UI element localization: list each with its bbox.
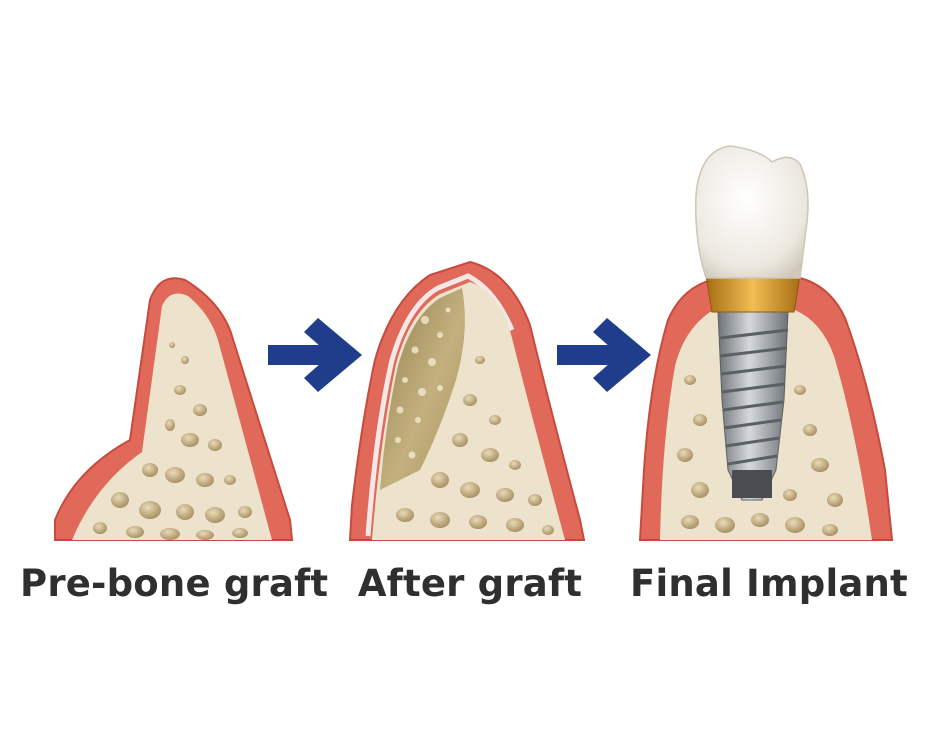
stage-1-bone [72, 293, 272, 540]
caption-after-graft: After graft [357, 562, 583, 605]
stage-3-abutment [705, 275, 801, 313]
stage-3-crown [694, 145, 809, 279]
stage-2-graft-granules [395, 307, 451, 459]
stage-3-implant-fixture [717, 311, 789, 501]
arrow-2-icon [557, 318, 651, 392]
stage-3-final-implant [638, 145, 894, 541]
stage-2-membrane [365, 273, 515, 537]
stage-3-bone-pores [677, 375, 843, 536]
caption-final-implant: Final Implant [630, 562, 908, 605]
stage-2-after-graft [348, 260, 586, 541]
stage-1-bone-pores [93, 342, 252, 540]
caption-pre-bone-graft: Pre-bone graft [20, 562, 329, 605]
arrow-1-icon [268, 318, 362, 392]
stage-1-pre-bone-graft [54, 277, 294, 541]
stage-2-bone-pores [396, 356, 554, 535]
